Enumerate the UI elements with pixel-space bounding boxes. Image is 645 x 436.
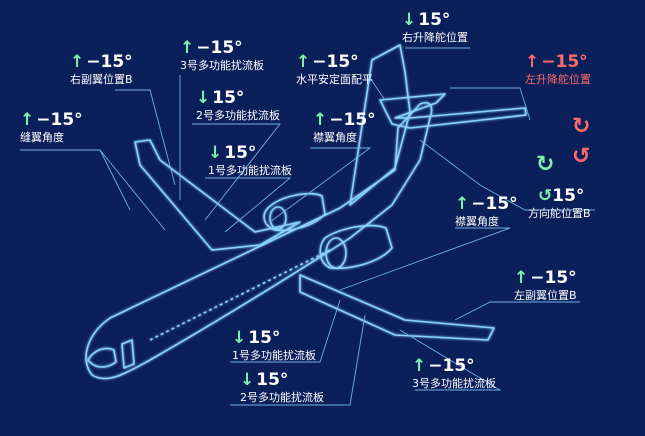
arrow-up-icon: ↑ [70,52,85,72]
label-slat-angle: ↑−15° 缝翼角度 [20,110,83,144]
label-right-aileron: ↑−15° 右副翼位置B [70,52,133,86]
label-left-elevator: ↑−15° 左升降舵位置 [525,52,591,86]
flap-angle-top-name: 襟翼角度 [313,131,357,144]
cockpit-window [121,339,135,369]
rotate-clockwise-icon: ↻ [572,114,591,139]
arrow-up-icon: ↑ [514,268,529,288]
flap-angle-bottom-value: −15° [471,194,518,214]
cockpit [87,347,117,368]
arrow-down-icon: ↓ [240,370,255,390]
arrow-down-icon: ↓ [208,143,223,163]
stabilizer-value: −15° [312,52,359,72]
arrow-up-icon: ↑ [296,52,311,72]
slat-angle-value: −15° [36,110,83,130]
rotate-clockwise-icon: ↻ [536,152,555,177]
label-spoiler1-top: ↓15° 1号多功能扰流板 [208,143,292,177]
right-wing [134,139,301,251]
window-row [149,249,331,341]
spoiler1-top-value: 15° [224,143,257,163]
flap-angle-bottom-name: 襟翼角度 [455,215,499,228]
spoiler2-bottom-name: 2号多功能扰流板 [240,391,324,404]
right-aileron-name: 右副翼位置B [70,73,133,86]
leader-lines [20,47,595,406]
spoiler3-bottom-value: −15° [428,356,475,376]
arrow-up-icon: ↑ [525,52,540,72]
left-wing [299,274,495,341]
left-elevator-value: −15° [541,52,588,72]
label-right-elevator: ↓15° 右升降舵位置 [402,10,468,44]
rotate-counterclockwise-icon: ↺ [572,144,591,169]
spoiler1-bottom-value: 15° [248,328,281,348]
rudder-name: 方向舵位置B [528,207,591,220]
spoiler3-top-value: −15° [196,38,243,58]
left-aileron-name: 左副翼位置B [514,289,577,302]
right-elevator-value: 15° [418,10,451,30]
label-flap-angle-bottom: ↑−15° 襟翼角度 [455,194,518,228]
arrow-up-icon: ↑ [20,110,35,130]
slat-angle-name: 缝翼角度 [20,131,64,144]
spoiler2-top-name: 2号多功能扰流板 [196,109,280,122]
arrow-up-icon: ↑ [180,38,195,58]
left-elevator-name: 左升降舵位置 [525,73,591,86]
rudder-value: 15° [552,186,585,206]
horizontal-stabilizer [379,93,527,129]
spoiler1-bottom-name: 1号多功能扰流板 [232,349,316,362]
label-spoiler2-top: ↓15° 2号多功能扰流板 [196,88,280,122]
left-aileron-value: −15° [530,268,577,288]
flap-angle-top-value: −15° [329,110,376,130]
stabilizer-name: 水平安定面配平 [296,73,373,86]
arrow-up-icon: ↑ [313,110,328,130]
rotate-counterclockwise-icon: ↺ [538,186,553,206]
vertical-fin [349,44,411,206]
label-stabilizer: ↑−15° 水平安定面配平 [296,52,373,86]
left-engine [319,224,393,270]
arrow-up-icon: ↑ [412,356,427,376]
label-spoiler3-bottom: ↑−15° 3号多功能扰流板 [412,356,496,390]
spoiler2-top-value: 15° [212,88,245,108]
spoiler2-bottom-value: 15° [256,370,289,390]
right-aileron-value: −15° [86,52,133,72]
right-engine-intake [269,206,287,230]
left-engine-intake [325,237,347,269]
arrow-down-icon: ↓ [196,88,211,108]
label-spoiler1-bottom: ↓15° 1号多功能扰流板 [232,328,316,362]
right-engine [263,192,326,232]
label-left-aileron: ↑−15° 左副翼位置B [514,268,577,302]
arrow-up-icon: ↑ [455,194,470,214]
spoiler3-top-name: 3号多功能扰流板 [180,59,264,72]
label-rudder: ↺15° 方向舵位置B [528,186,591,220]
arrow-down-icon: ↓ [402,10,417,30]
label-flap-angle-top: ↑−15° 襟翼角度 [313,110,376,144]
right-elevator-name: 右升降舵位置 [402,31,468,44]
label-spoiler3-top: ↑−15° 3号多功能扰流板 [180,38,264,72]
label-spoiler2-bottom: ↓15° 2号多功能扰流板 [240,370,324,404]
spoiler3-bottom-name: 3号多功能扰流板 [412,377,496,390]
spoiler1-top-name: 1号多功能扰流板 [208,164,292,177]
arrow-down-icon: ↓ [232,328,247,348]
fuselage [85,102,433,380]
aircraft-outline [85,44,527,380]
